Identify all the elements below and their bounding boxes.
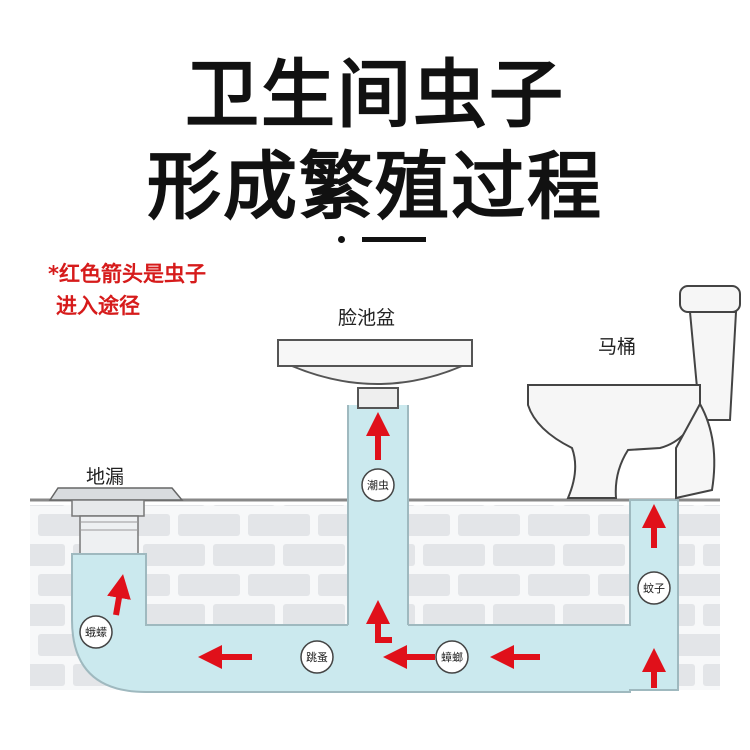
bug-circle-cockroach: 蟑螂 (435, 640, 469, 674)
legend-note-line-2: 进入途径 (56, 294, 140, 318)
bug-circle-sink-bug: 潮虫 (361, 468, 395, 502)
legend-note: *红色箭头是虫子 进入途径 (48, 258, 206, 322)
arrow-floor-drain (107, 574, 131, 616)
arrow-sink-riser-turn (366, 600, 392, 643)
sink-basin (277, 339, 473, 409)
bug-circle-springtail: 跳蚤 (300, 640, 334, 674)
pipe-network (71, 405, 679, 693)
title-line-2: 形成繁殖过程 (147, 144, 603, 230)
floor-drain (48, 487, 184, 555)
label-toilet: 马桶 (598, 336, 637, 358)
title-decoration-dot (338, 236, 345, 243)
title-line-1: 卫生间虫子 (185, 52, 565, 138)
bug-entry-arrows (107, 412, 666, 688)
bug-labels: 蛾蠓 跳蚤 蟑螂 潮虫 蚊子 (79, 468, 671, 674)
bug-name-drain-fly: 蛾蠓 (85, 626, 107, 639)
bug-name-mosquito: 蚊子 (643, 581, 665, 595)
label-floor-drain: 地漏 (86, 466, 125, 488)
label-sink: 脸池盆 (338, 307, 396, 329)
toilet (527, 285, 741, 500)
title-decoration-dash (362, 237, 426, 242)
legend-note-line-1: *红色箭头是虫子 (48, 262, 206, 286)
bug-name-sink-bug: 潮虫 (367, 478, 389, 492)
bug-name-springtail: 跳蚤 (306, 650, 328, 664)
bug-name-cockroach: 蟑螂 (441, 650, 463, 664)
bug-circle-mosquito: 蚊子 (637, 571, 671, 605)
bug-circle-drain-fly: 蛾蠓 (79, 615, 113, 649)
